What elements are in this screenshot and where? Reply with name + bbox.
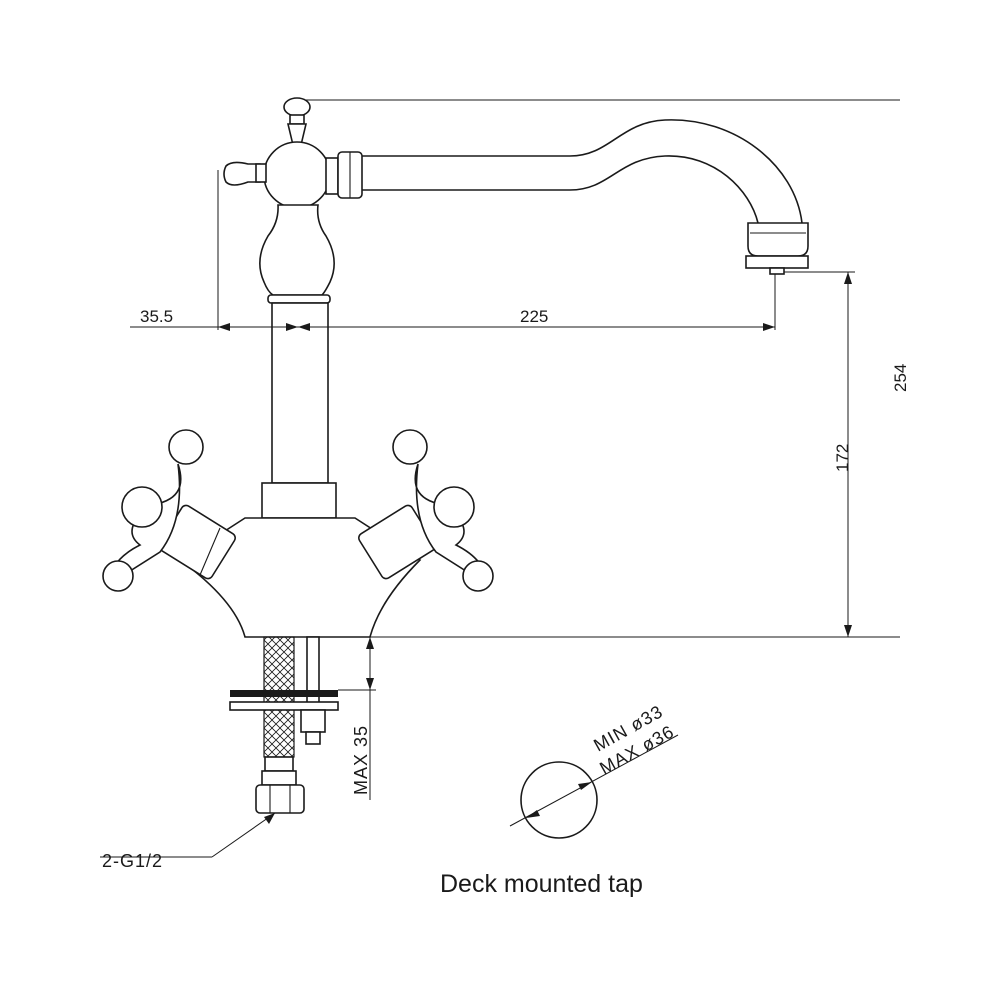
dimension-172-label: 172 (833, 444, 852, 472)
connection-leader: 2-G1/2 (100, 812, 276, 871)
spout (360, 119, 809, 275)
connection-label: 2-G1/2 (102, 851, 163, 871)
left-cross-handle (102, 429, 236, 592)
right-cross-handle (358, 429, 494, 592)
dimension-35-5-label: 35.5 (140, 307, 173, 326)
max-35-label: MAX 35 (351, 725, 371, 795)
deck-hole-detail: MIN ø33 MAX ø36 (509, 701, 679, 839)
dimension-225-label: 225 (520, 307, 548, 326)
tap-body (178, 97, 422, 638)
vertical-dimensions: 172 254 MAX 35 (338, 272, 910, 800)
reference-lines (217, 99, 900, 638)
horizontal-dimensions: 35.5 225 (130, 307, 775, 331)
under-deck-fittings (229, 636, 339, 814)
dimension-254-label: 254 (891, 364, 910, 392)
drawing-caption: Deck mounted tap (440, 870, 643, 898)
